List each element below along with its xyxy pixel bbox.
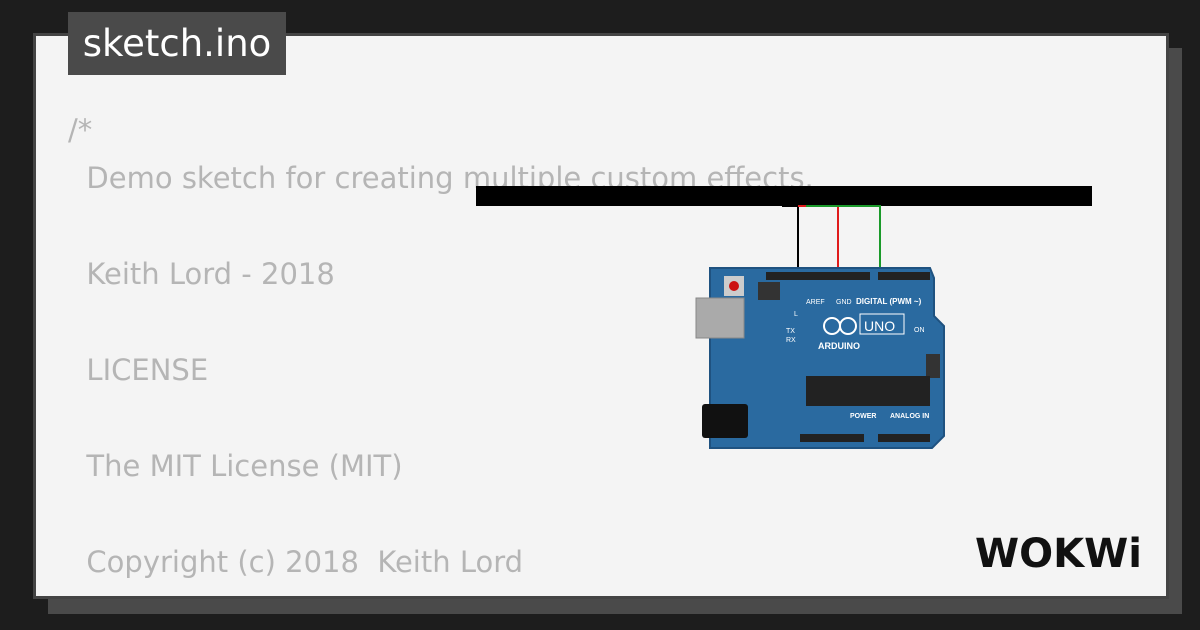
code-line: /* bbox=[68, 113, 93, 147]
code-line: LICENSE bbox=[68, 353, 209, 387]
code-line bbox=[68, 490, 814, 538]
wokwi-logo: WOKWi bbox=[975, 531, 1142, 577]
usb-port bbox=[695, 297, 745, 339]
code-line: The MIT License (MIT) bbox=[68, 449, 403, 483]
rx-label: RX bbox=[786, 337, 796, 344]
power-header bbox=[800, 434, 864, 442]
wire-ground[interactable] bbox=[782, 205, 799, 274]
analog-label: ANALOG IN bbox=[890, 413, 929, 420]
arduino-uno-board[interactable]: AREF GND DIGITAL (PWM ~) L TX RX UNO ARD… bbox=[695, 267, 945, 449]
led-strip[interactable] bbox=[476, 186, 1092, 206]
power-label: POWER bbox=[850, 413, 876, 420]
circuit-diagram: AREF GND DIGITAL (PWM ~) L TX RX UNO ARD… bbox=[476, 186, 1092, 449]
analog-header bbox=[878, 434, 930, 442]
code-line: Copyright (c) 2018 Keith Lord bbox=[68, 545, 524, 579]
brand-label: ARDUINO bbox=[818, 341, 860, 351]
power-jack bbox=[702, 404, 748, 438]
on-label: ON bbox=[914, 327, 925, 334]
digital-header-left bbox=[766, 272, 870, 280]
atmega-chip bbox=[806, 376, 930, 406]
gnd-label: GND bbox=[836, 299, 852, 306]
wire-signal[interactable] bbox=[806, 205, 881, 274]
l-led-label: L bbox=[794, 311, 798, 318]
model-label: UNO bbox=[864, 318, 895, 334]
aref-label: AREF bbox=[806, 299, 825, 306]
digital-label: DIGITAL (PWM ~) bbox=[856, 297, 922, 306]
digital-header-right bbox=[878, 272, 930, 280]
code-line: Keith Lord - 2018 bbox=[68, 257, 335, 291]
wokwi-logo-text: WOKWi bbox=[975, 531, 1142, 577]
tx-label: TX bbox=[786, 328, 795, 335]
code-card: /* Demo sketch for creating multiple cus… bbox=[33, 33, 1169, 599]
file-tab-sketch[interactable]: sketch.ino bbox=[68, 12, 286, 75]
